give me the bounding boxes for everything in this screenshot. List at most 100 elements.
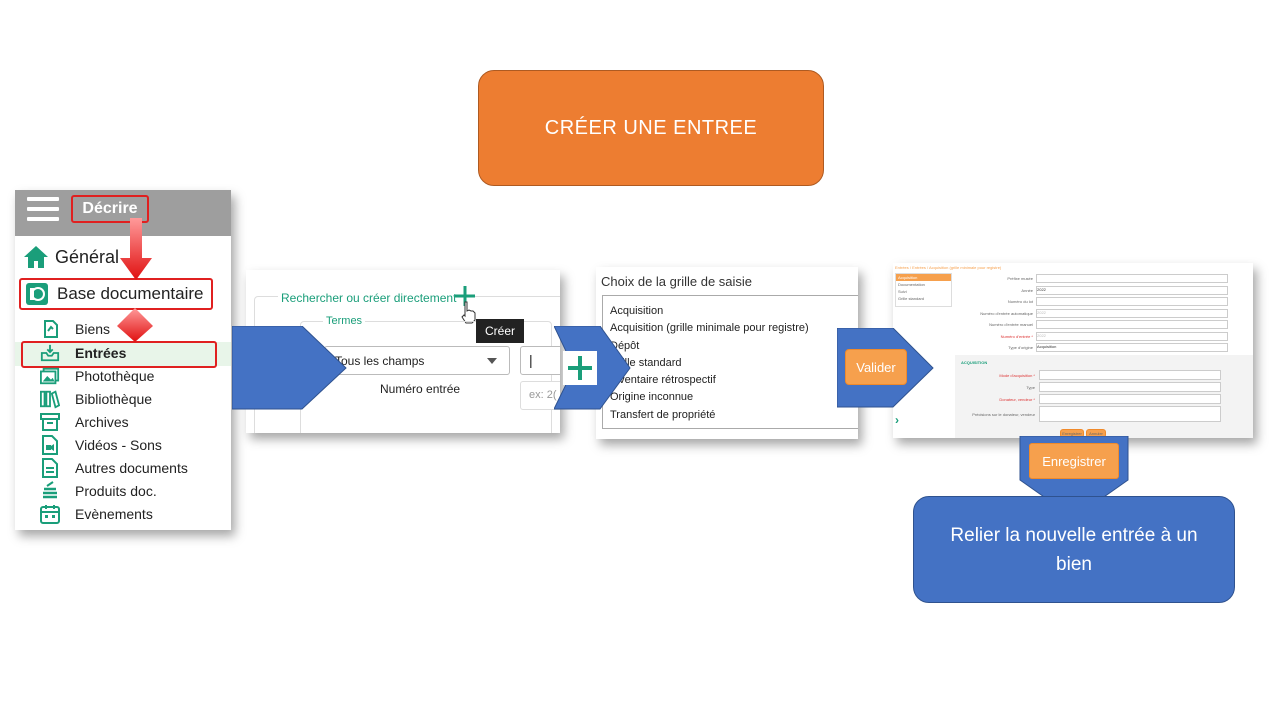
menu-item-label: Bibliothèque: [75, 391, 153, 407]
document-icon: [40, 458, 60, 478]
search-legend: Rechercher ou créer directement: [278, 291, 460, 305]
section-field-row: Donateur, vendeur *: [965, 393, 1225, 405]
menu-general-label: Général: [55, 246, 120, 267]
menu-item-produits-doc[interactable]: Produits doc.: [40, 480, 157, 502]
red-arrow-down-1: [120, 218, 152, 280]
form-field-input[interactable]: [1036, 320, 1228, 330]
menu-item-biens[interactable]: Biens: [40, 318, 110, 340]
menu-item-label: Entrées: [75, 345, 127, 361]
menu-base-label: Base documentaire: [57, 284, 204, 303]
entrees-red-frame: [21, 341, 217, 368]
form-field-label: Année: [1021, 287, 1033, 293]
menu-item-label: Produits doc.: [75, 483, 157, 499]
menu-item-entrees[interactable]: Entrées: [40, 342, 126, 364]
database-icon: [26, 283, 48, 305]
video-file-icon: [40, 435, 60, 455]
search-placeholder-input[interactable]: ex: 2(: [520, 381, 560, 410]
link-to-bien-note: Relier la nouvelle entrée à un bien: [913, 496, 1235, 603]
menu-item-label: Biens: [75, 321, 111, 337]
form-field-label: Numéro d'entrée automatique: [980, 310, 1033, 316]
menu-item-autres-documents[interactable]: Autres documents: [40, 457, 188, 479]
valider-button[interactable]: Valider: [845, 349, 907, 385]
grid-option[interactable]: Grille standard: [610, 356, 682, 369]
section-field-label: Précisions sur le donateur, vendeur: [972, 411, 1035, 417]
form-field-row: Numéro d'entrée manuel: [953, 319, 1233, 331]
enregistrer-button[interactable]: Enregistrer: [1029, 443, 1119, 479]
form-field-row: Numéro d'entrée *2022: [953, 331, 1233, 343]
inbox-icon: [40, 343, 60, 363]
grid-option[interactable]: Origine inconnue: [610, 391, 694, 404]
form-field-input[interactable]: 2022: [1036, 285, 1228, 295]
menu-item-label: Autres documents: [75, 460, 188, 476]
grid-choice-list[interactable]: [602, 295, 858, 429]
menu-item-archives[interactable]: Archives: [40, 411, 129, 433]
grid-option[interactable]: Acquisition: [610, 305, 664, 317]
form-breadcrumb: Entrées / Entrées / Acquisition (grille …: [895, 265, 1002, 270]
books-icon: [40, 389, 60, 409]
red-arrow-down-2: [117, 308, 153, 342]
home-icon: [24, 246, 48, 268]
section-title: ACQUISITION: [961, 360, 988, 365]
section-field-input[interactable]: [1039, 382, 1221, 392]
menu-item-phototheque[interactable]: Photothèque: [40, 365, 154, 387]
hamburger-menu-icon[interactable]: [27, 197, 59, 223]
note-text: Relier la nouvelle entrée à un bien: [950, 524, 1198, 575]
form-sidebar-item[interactable]: Grille standard: [898, 296, 925, 301]
grid-options-container: Acquisition Acquisition (grille minimale…: [610, 303, 809, 424]
menu-item-label: Vidéos - Sons: [75, 437, 162, 453]
stack-icon: [40, 481, 60, 501]
section-field-input[interactable]: [1039, 394, 1221, 404]
decrire-menu-button[interactable]: Décrire: [71, 195, 149, 223]
section-field-label: Donateur, vendeur *: [999, 396, 1035, 402]
menu-item-evenements[interactable]: Evènements: [40, 503, 153, 525]
section-field-input[interactable]: [1039, 370, 1221, 380]
form-field-input[interactable]: 2022: [1036, 308, 1228, 318]
menu-item-label: Archives: [75, 414, 129, 430]
grid-choice-title: Choix de la grille de saisie: [601, 274, 753, 289]
grid-option[interactable]: Dépôt: [610, 339, 640, 352]
field-select[interactable]: Tous les champs: [324, 346, 510, 375]
section-field-input[interactable]: [1039, 406, 1221, 422]
form-field-label: Numéro du lot: [1007, 299, 1033, 305]
photos-icon: [40, 366, 60, 386]
form-field-row: Numéro du lot: [953, 296, 1233, 308]
section-fields: Mode d'acquisition * Type Donateur, vend…: [965, 369, 1225, 423]
form-sidebar-item[interactable]: Documentation: [898, 282, 925, 287]
form-field-label: Numéro d'entrée *: [1000, 333, 1033, 339]
section-field-row: Mode d'acquisition *: [965, 369, 1225, 381]
form-field-row: Préfixe musée: [953, 273, 1233, 285]
form-sidebar-item[interactable]: Acquisition: [896, 274, 951, 281]
entry-form-panel: Entrées / Entrées / Acquisition (grille …: [893, 263, 1253, 438]
page-title: CRÉER UNE ENTREE: [478, 70, 824, 186]
form-field-input[interactable]: Acquisition: [1036, 343, 1228, 353]
search-value-input[interactable]: |: [520, 346, 560, 375]
grid-option[interactable]: Inventaire rétrospectif: [610, 374, 716, 387]
form-field-label: Préfixe musée: [1007, 276, 1033, 282]
menu-item-base-documentaire[interactable]: Base documentaire: [19, 278, 213, 310]
section-field-label: Mode d'acquisition *: [999, 372, 1035, 378]
section-field-row: Type: [965, 381, 1225, 393]
grid-option[interactable]: Acquisition (grille minimale pour regist…: [610, 322, 809, 335]
menu-header: Décrire: [15, 190, 231, 236]
menu-item-videos-sons[interactable]: Vidéos - Sons: [40, 434, 162, 456]
menu-item-general[interactable]: Général: [23, 242, 119, 272]
grid-option[interactable]: Transfert de propriété: [610, 408, 716, 421]
navigation-menu-panel: Décrire Général Base documentaire Biens …: [15, 190, 231, 530]
form-field-input[interactable]: [1036, 274, 1228, 284]
form-field-input[interactable]: [1036, 297, 1228, 307]
menu-item-bibliotheque[interactable]: Bibliothèque: [40, 388, 152, 410]
create-tooltip: Créer: [476, 319, 524, 343]
field-label: Numéro entrée: [380, 382, 461, 396]
green-plus-icon: [563, 351, 597, 385]
menu-item-label: Photothèque: [75, 368, 155, 384]
section-field-label: Type: [1026, 384, 1035, 390]
form-field-input[interactable]: 2022: [1036, 331, 1228, 341]
field-select-value: Tous les champs: [335, 353, 425, 368]
form-sidebar-item[interactable]: Suivi: [898, 289, 907, 294]
expand-chevron-icon[interactable]: ›: [895, 413, 899, 427]
flow-chevron-arrow-1: [232, 326, 347, 410]
